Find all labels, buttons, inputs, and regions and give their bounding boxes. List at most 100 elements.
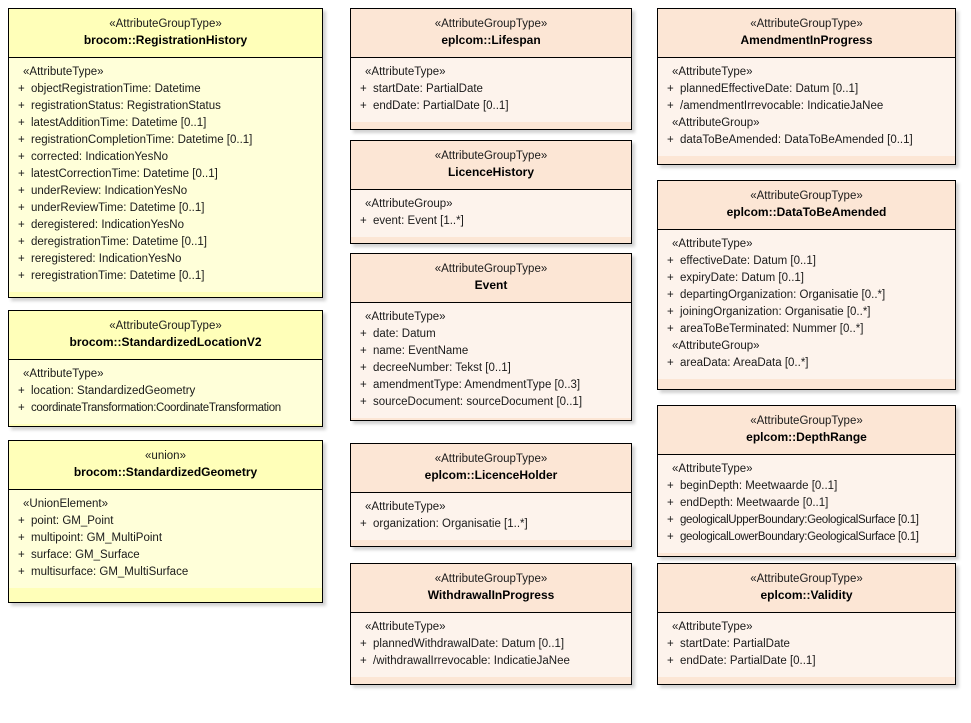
uml-attribute-row[interactable]: +endDepth: Meetwaarde [0..1] — [658, 495, 955, 512]
uml-class-data-to-be-amended[interactable]: «AttributeGroupType»eplcom::DataToBeAmen… — [657, 180, 956, 390]
uml-class-registration-history[interactable]: «AttributeGroupType»brocom::Registration… — [8, 8, 323, 298]
uml-attribute-row[interactable]: +endDate: PartialDate [0..1] — [658, 653, 955, 670]
uml-compartment-label: «AttributeType» — [365, 311, 446, 323]
uml-attribute-signature: /withdrawalIrrevocable: IndicatieJaNee — [373, 655, 570, 667]
uml-attribute-visibility: + — [360, 345, 367, 357]
uml-attribute-visibility: + — [667, 357, 674, 369]
uml-attribute-row[interactable]: +areaData: AreaData [0..*] — [658, 355, 955, 372]
uml-attribute-visibility: + — [360, 362, 367, 374]
uml-compartment-label: «AttributeType» — [365, 621, 446, 633]
uml-attribute-visibility: + — [667, 638, 674, 650]
uml-compartment-label: «AttributeType» — [672, 621, 753, 633]
uml-attribute-signature: event: Event [1..*] — [373, 215, 464, 227]
uml-class-header: «AttributeGroupType»eplcom::DepthRange — [658, 406, 955, 455]
uml-class-name: eplcom::Lifespan — [441, 33, 541, 47]
uml-class-standardized-geometry[interactable]: «union»brocom::StandardizedGeometry«Unio… — [8, 440, 323, 603]
uml-attribute-row[interactable]: +deregistered: IndicationYesNo — [9, 217, 322, 234]
uml-attribute-row[interactable]: +departingOrganization: Organisatie [0..… — [658, 287, 955, 304]
uml-attribute-signature: registrationCompletionTime: Datetime [0.… — [31, 134, 253, 146]
uml-attribute-row[interactable]: +point: GM_Point — [9, 513, 322, 530]
uml-attribute-row[interactable]: +reregistered: IndicationYesNo — [9, 251, 322, 268]
uml-attribute-row[interactable]: +/withdrawalIrrevocable: IndicatieJaNee — [351, 653, 631, 670]
uml-class-header: «AttributeGroupType»brocom::Standardized… — [9, 311, 322, 360]
uml-attribute-row[interactable]: +underReviewTime: Datetime [0..1] — [9, 200, 322, 217]
uml-attribute-row[interactable]: +startDate: PartialDate — [658, 636, 955, 653]
uml-class-lifespan[interactable]: «AttributeGroupType»eplcom::Lifespan«Att… — [350, 8, 632, 130]
uml-attribute-visibility: + — [18, 270, 25, 282]
uml-attribute-row[interactable]: + underReview: IndicationYesNo — [9, 183, 322, 200]
uml-attribute-row[interactable]: +effectiveDate: Datum [0..1] — [658, 253, 955, 270]
uml-class-event[interactable]: «AttributeGroupType»Event«AttributeType»… — [350, 253, 632, 421]
uml-attribute-row[interactable]: +organization: Organisatie [1..*] — [351, 516, 631, 533]
uml-class-name: eplcom::DepthRange — [746, 430, 867, 444]
uml-attribute-visibility: + — [360, 328, 367, 340]
uml-class-body: «AttributeType» +plannedWithdrawalDate: D… — [351, 613, 631, 677]
uml-attribute-row[interactable]: +location: StandardizedGeometry — [9, 383, 322, 400]
uml-class-licence-holder[interactable]: «AttributeGroupType»eplcom::LicenceHolde… — [350, 443, 632, 547]
uml-attribute-row[interactable]: +name: EventName — [351, 343, 631, 360]
uml-attribute-row[interactable]: +expiryDate: Datum [0..1] — [658, 270, 955, 287]
uml-attribute-row[interactable]: +plannedWithdrawalDate: Datum [0..1] — [351, 636, 631, 653]
uml-attribute-row[interactable]: +latestCorrectionTime: Datetime [0..1] — [9, 166, 322, 183]
uml-attribute-row[interactable]: +/amendmentIrrevocable: IndicatieJaNee — [658, 98, 955, 115]
uml-attribute-visibility: + — [18, 117, 25, 129]
uml-attribute-row[interactable]: +objectRegistrationTime: Datetime — [9, 81, 322, 98]
uml-attribute-row[interactable]: +event: Event [1..*] — [351, 213, 631, 230]
uml-class-standardized-location-v2[interactable]: «AttributeGroupType»brocom::Standardized… — [8, 310, 323, 427]
uml-class-name: brocom::StandardizedGeometry — [73, 465, 258, 479]
uml-attribute-row[interactable]: +registrationCompletionTime: Datetime [0… — [9, 132, 322, 149]
uml-class-header: «union»brocom::StandardizedGeometry — [9, 441, 322, 490]
uml-attribute-signature: startDate: PartialDate — [373, 83, 483, 95]
uml-class-stereotype: «AttributeGroupType» — [109, 320, 222, 332]
uml-attribute-row[interactable]: +geologicalUpperBoundary:GeologicalSurfa… — [658, 512, 955, 529]
uml-attribute-row[interactable]: +sourceDocument: sourceDocument [0..1] — [351, 394, 631, 411]
uml-attribute-row[interactable]: + reregistrationTime: Datetime [0..1] — [9, 268, 322, 285]
uml-attribute-signature: effectiveDate: Datum [0..1] — [680, 255, 816, 267]
uml-attribute-signature: point: GM_Point — [31, 515, 114, 527]
uml-attribute-row[interactable]: +latestAdditionTime: Datetime [0..1] — [9, 115, 322, 132]
uml-attribute-row[interactable]: +startDate: PartialDate — [351, 81, 631, 98]
uml-attribute-visibility: + — [18, 151, 25, 163]
uml-class-amendment-in-progress[interactable]: «AttributeGroupType»AmendmentInProgress«… — [657, 8, 956, 165]
uml-compartment-label: «AttributeGroup» — [365, 198, 453, 210]
uml-class-stereotype: «union» — [145, 450, 186, 462]
uml-attribute-row[interactable]: +decreeNumber: Tekst [0..1] — [351, 360, 631, 377]
uml-attribute-row[interactable]: +amendmentType: AmendmentType [0..3] — [351, 377, 631, 394]
uml-attribute-visibility: + — [18, 549, 25, 561]
uml-attribute-signature: deregistrationTime: Datetime [0..1] — [31, 236, 207, 248]
uml-attribute-signature: endDepth: Meetwaarde [0..1] — [680, 497, 829, 509]
uml-class-depth-range[interactable]: «AttributeGroupType»eplcom::DepthRange«A… — [657, 405, 956, 557]
uml-attribute-signature: reregistrationTime: Datetime [0..1] — [31, 270, 205, 282]
uml-class-validity[interactable]: «AttributeGroupType»eplcom::Validity«Att… — [657, 563, 956, 685]
uml-attribute-row[interactable]: +surface: GM_Surface — [9, 547, 322, 564]
uml-attribute-row[interactable]: +areaToBeTerminated: Nummer [0..*] — [658, 321, 955, 338]
uml-attribute-signature: amendmentType: AmendmentType [0..3] — [373, 379, 581, 391]
uml-attribute-signature: underReview: IndicationYesNo — [31, 185, 188, 197]
uml-attribute-signature: joiningOrganization: Organisatie [0..*] — [680, 306, 871, 318]
uml-attribute-row[interactable]: +dataToBeAmended: DataToBeAmended [0..1] — [658, 132, 955, 149]
uml-attribute-signature: departingOrganization: Organisatie [0..*… — [680, 289, 886, 301]
uml-class-name: AmendmentInProgress — [740, 33, 873, 47]
uml-attribute-row[interactable]: +coordinateTransformation:CoordinateTran… — [9, 400, 322, 417]
uml-class-name: WithdrawalInProgress — [427, 588, 555, 602]
uml-class-withdrawal-in-progress[interactable]: «AttributeGroupType»WithdrawalInProgress… — [350, 563, 632, 685]
uml-attribute-row[interactable]: +multipoint: GM_MultiPoint — [9, 530, 322, 547]
uml-attribute-row[interactable]: +corrected: IndicationYesNo — [9, 149, 322, 166]
uml-attribute-row[interactable]: + deregistrationTime: Datetime [0..1] — [9, 234, 322, 251]
uml-attribute-row[interactable]: +beginDepth: Meetwaarde [0..1] — [658, 478, 955, 495]
uml-attribute-row[interactable]: +registrationStatus: RegistrationStatus — [9, 98, 322, 115]
uml-class-licence-history[interactable]: «AttributeGroupType»LicenceHistory «Attri… — [350, 140, 632, 244]
uml-attribute-row[interactable]: +multisurface: GM_MultiSurface — [9, 564, 322, 581]
uml-attribute-row[interactable]: +plannedEffectiveDate: Datum [0..1] — [658, 81, 955, 98]
uml-attribute-visibility: + — [18, 219, 25, 231]
uml-attribute-row[interactable]: +geologicalLowerBoundary:GeologicalSurfa… — [658, 529, 955, 546]
uml-class-name: eplcom::LicenceHolder — [424, 468, 558, 482]
uml-attribute-row[interactable]: +endDate: PartialDate [0..1] — [351, 98, 631, 115]
uml-attribute-visibility: + — [18, 185, 25, 197]
uml-attribute-row[interactable]: +joiningOrganization: Organisatie [0..*] — [658, 304, 955, 321]
uml-class-header: «AttributeGroupType»LicenceHistory — [351, 141, 631, 190]
uml-attribute-visibility: + — [18, 236, 25, 248]
uml-class-body: «AttributeType»+beginDepth: Meetwaarde [… — [658, 455, 955, 553]
uml-attribute-row[interactable]: +date: Datum — [351, 326, 631, 343]
